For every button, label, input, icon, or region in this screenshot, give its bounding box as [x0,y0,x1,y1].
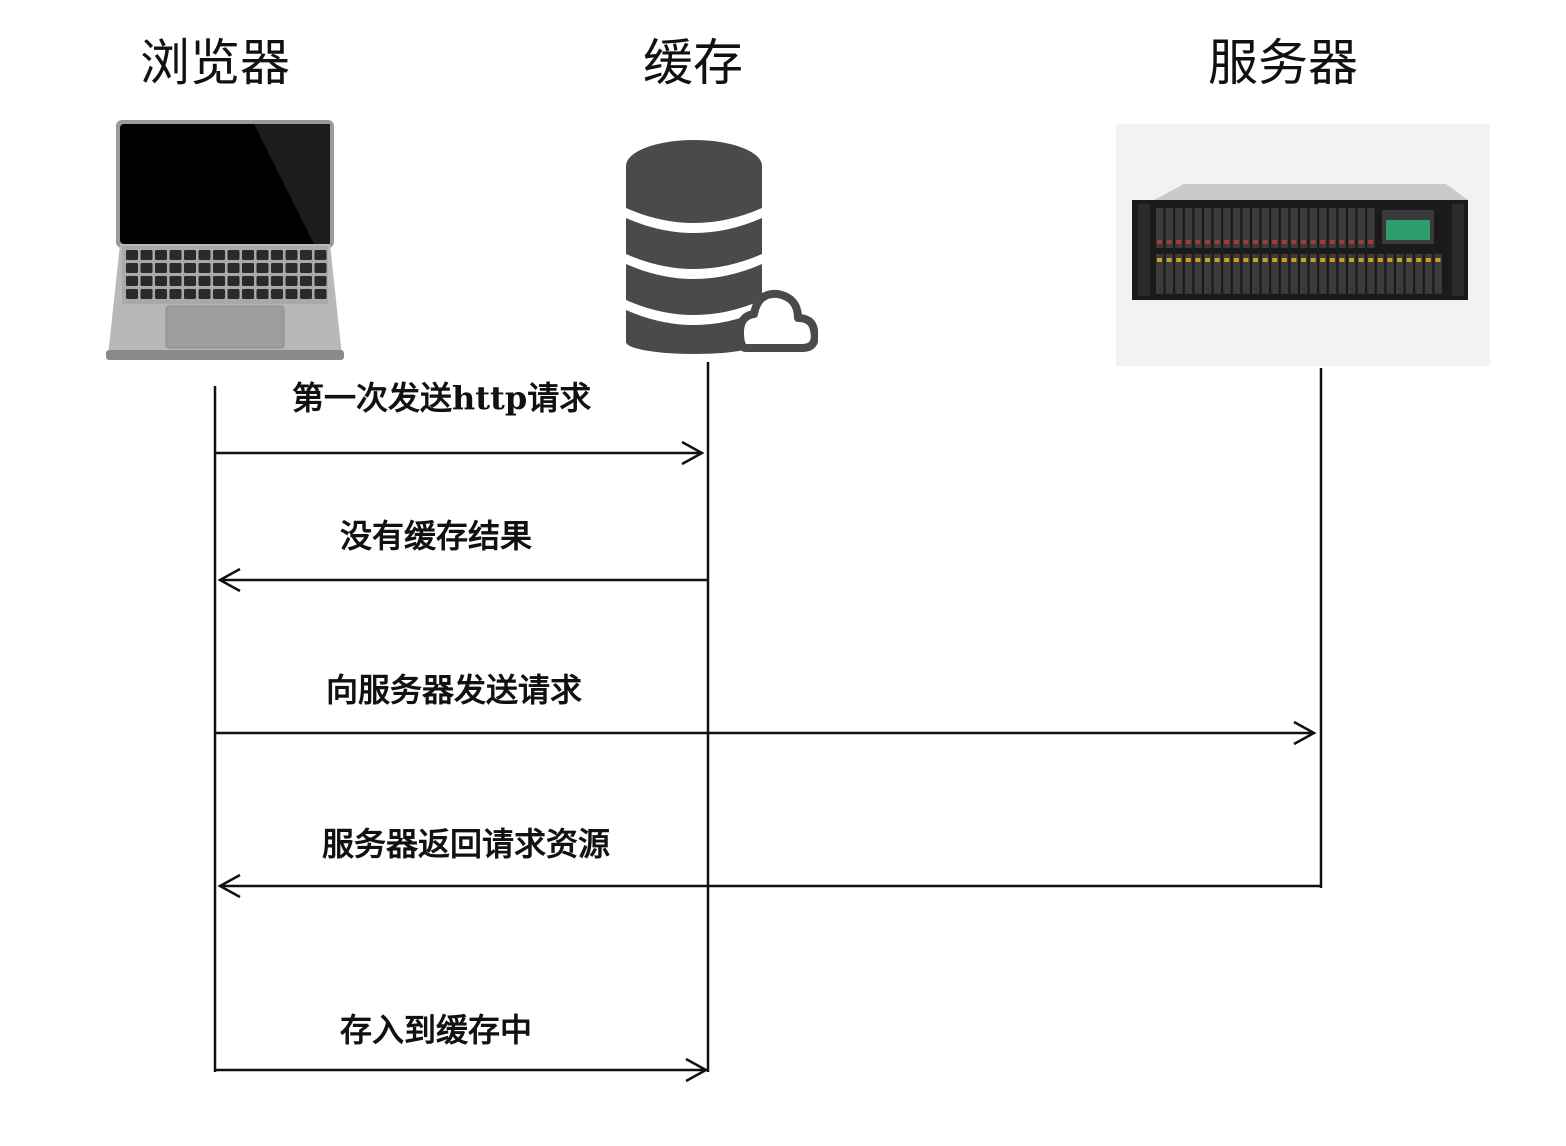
rack-server-icon [1116,124,1490,366]
message-label-5: 存入到缓存中 [340,1011,533,1049]
message-label-2: 没有缓存结果 [340,517,533,555]
message-arrow-2 [217,567,708,593]
message-arrow-4 [217,873,1321,899]
message-arrow-1 [215,440,705,466]
message-label-3: 向服务器发送请求 [326,671,583,709]
message-arrow-3 [215,720,1317,746]
laptop-icon [104,118,346,364]
message-label-1: 第一次发送http请求 [292,379,592,417]
message-arrow-5 [215,1057,709,1083]
browser-title: 浏览器 [140,34,290,92]
server-title: 服务器 [1208,34,1358,92]
database-cloud-icon [622,138,819,354]
cache-title: 缓存 [643,34,743,92]
message-label-4: 服务器返回请求资源 [322,825,611,863]
